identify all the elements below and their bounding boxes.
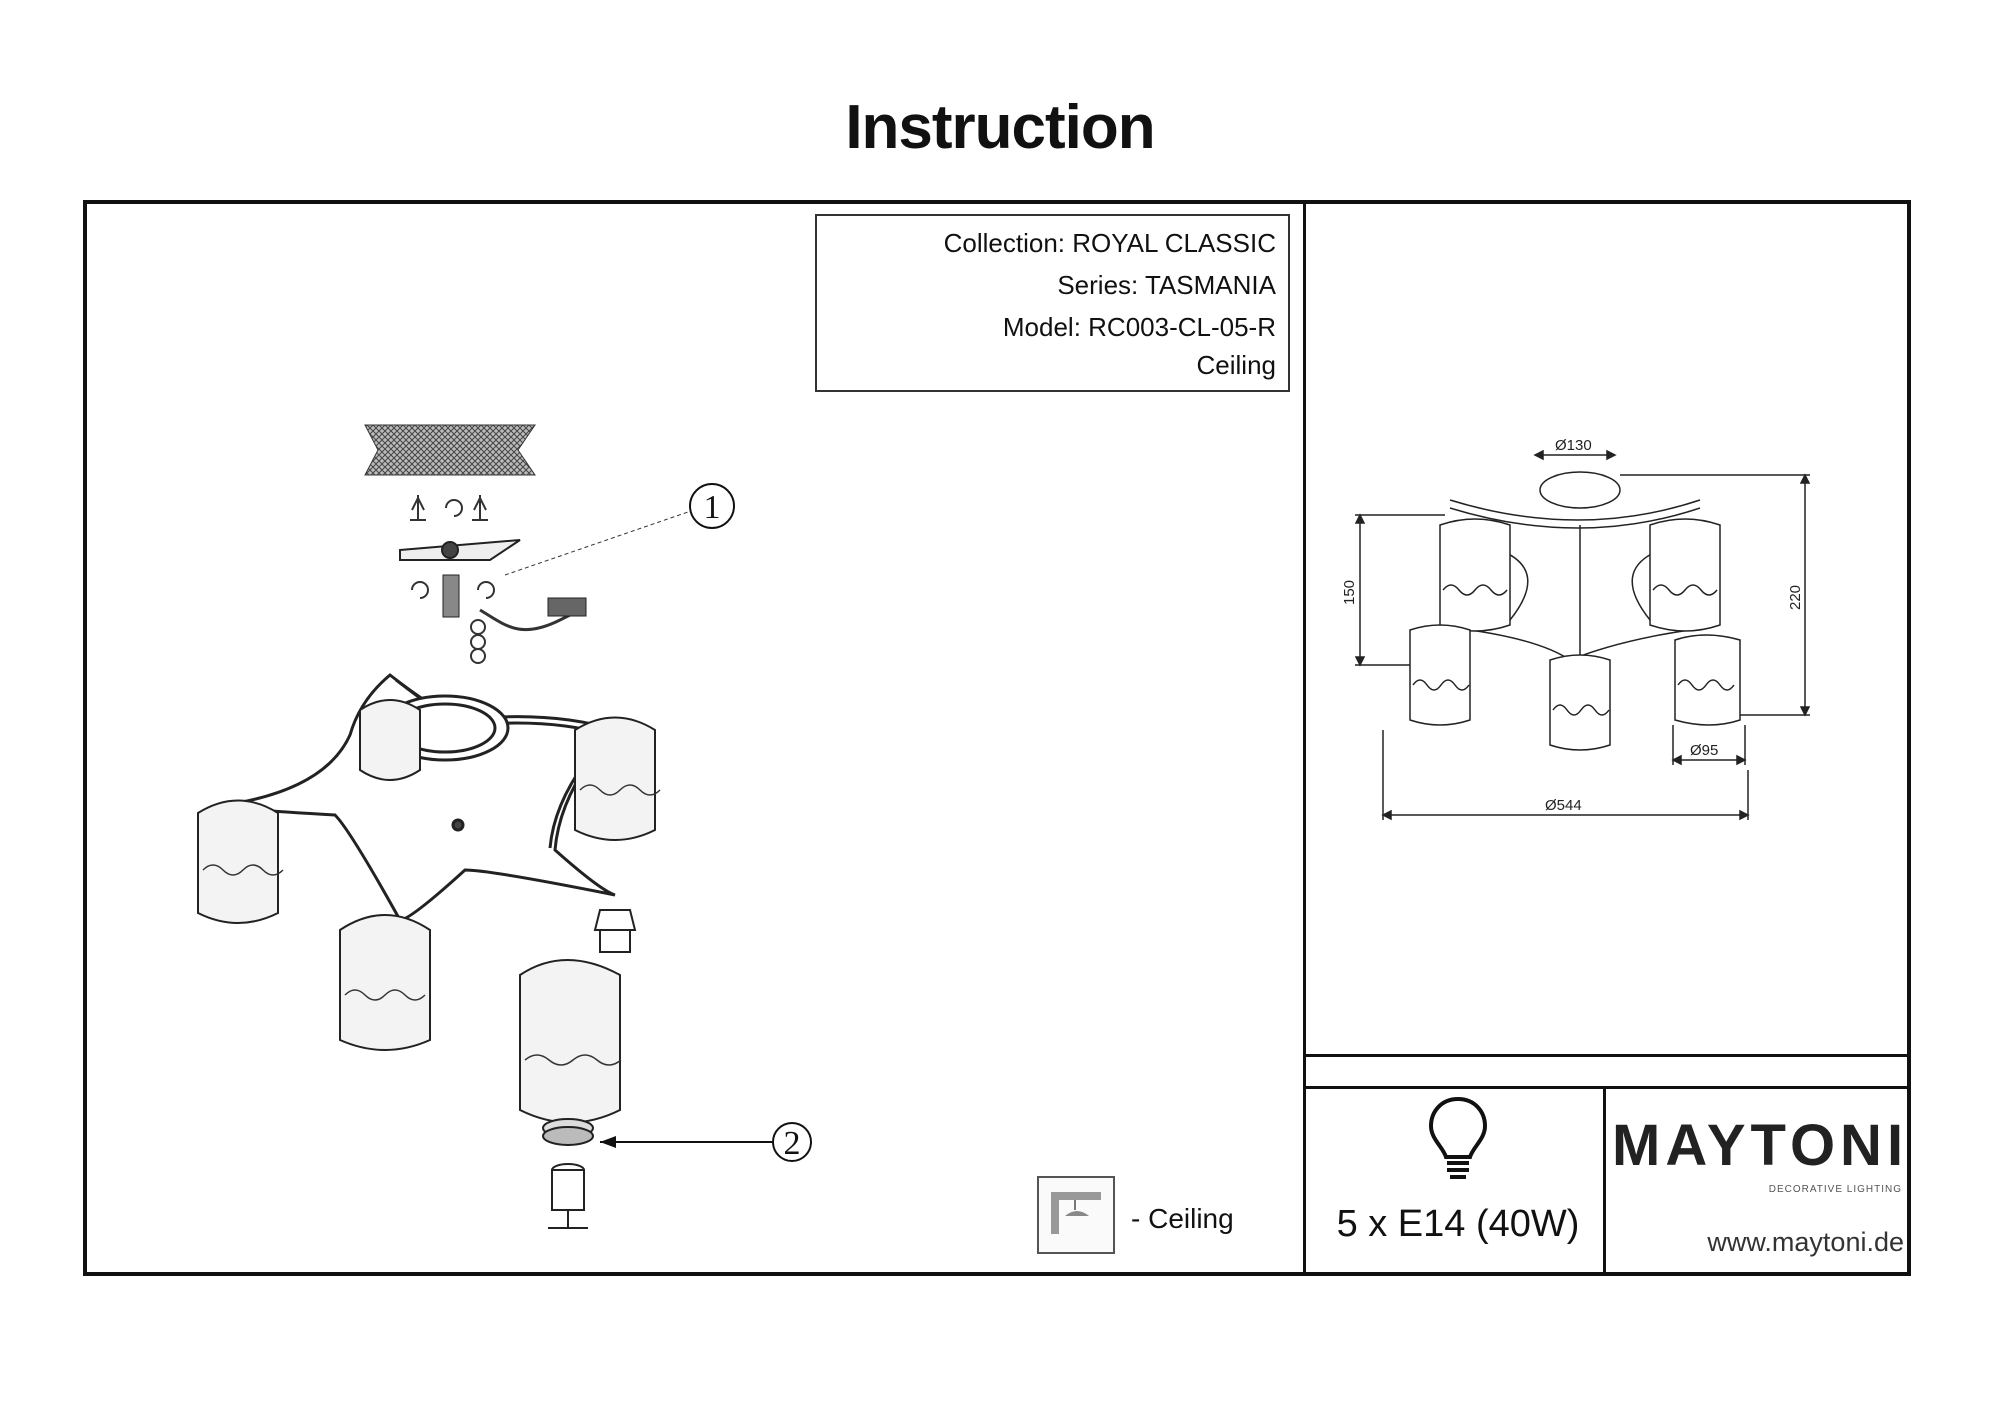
divider-horizontal-1: [1303, 1054, 1911, 1057]
ceiling-mount-icon: [1037, 1176, 1115, 1254]
divider-vertical: [1303, 200, 1306, 1276]
page-title: Instruction: [845, 93, 1155, 162]
bulb-socket: [593, 909, 637, 953]
brand-url[interactable]: www.maytoni.de: [1707, 1227, 1904, 1257]
light-bulb-icon: [1428, 1096, 1488, 1179]
rotate-arrow-icon: [411, 581, 495, 599]
type-label: Ceiling: [1196, 350, 1277, 380]
series-label: Series: TASMANIA: [1057, 270, 1276, 300]
total-diameter-label: Ø544: [1545, 797, 1582, 814]
dimension-drawing: Ø130 150 220 Ø95 Ø544: [1341, 437, 1811, 821]
shade-pattern: [202, 784, 661, 1066]
instruction-frame: [83, 200, 1911, 1276]
shade-ring: [542, 1118, 594, 1146]
divider-vertical-2: [1603, 1086, 1606, 1276]
shade-holder: [548, 1163, 588, 1229]
callout-2: 2: [784, 1125, 801, 1162]
model-label: Model: RC003-CL-05-R: [1002, 312, 1276, 342]
ceiling-surface: [364, 424, 536, 476]
assembly-drawing: 1 2: [197, 424, 812, 1229]
mounting-bracket: [399, 539, 521, 561]
divider-horizontal-2: [1303, 1086, 1911, 1089]
canopy-diameter-label: Ø130: [1555, 437, 1592, 454]
threaded-rod: [442, 574, 460, 618]
glass-shade: [197, 699, 656, 1124]
brand-logo: MAYTONI: [1612, 1113, 1909, 1178]
wall-anchor-icon: [410, 495, 488, 521]
product-info-box: Collection: ROYAL CLASSIC Series: TASMAN…: [815, 214, 1290, 392]
wire-connector: [479, 608, 581, 631]
bulb-spec: 5 x E14 (40W): [1336, 1203, 1580, 1245]
shade-height-label: 150: [1341, 580, 1358, 605]
callout-1: 1: [704, 489, 721, 526]
shade-diameter-label: Ø95: [1690, 742, 1718, 759]
total-height-label: 220: [1787, 585, 1804, 610]
mount-type-label: - Ceiling: [1131, 1203, 1234, 1234]
brand-tagline: DECORATIVE LIGHTING: [1768, 1184, 1902, 1195]
collection-label: Collection: ROYAL CLASSIC: [943, 228, 1276, 258]
